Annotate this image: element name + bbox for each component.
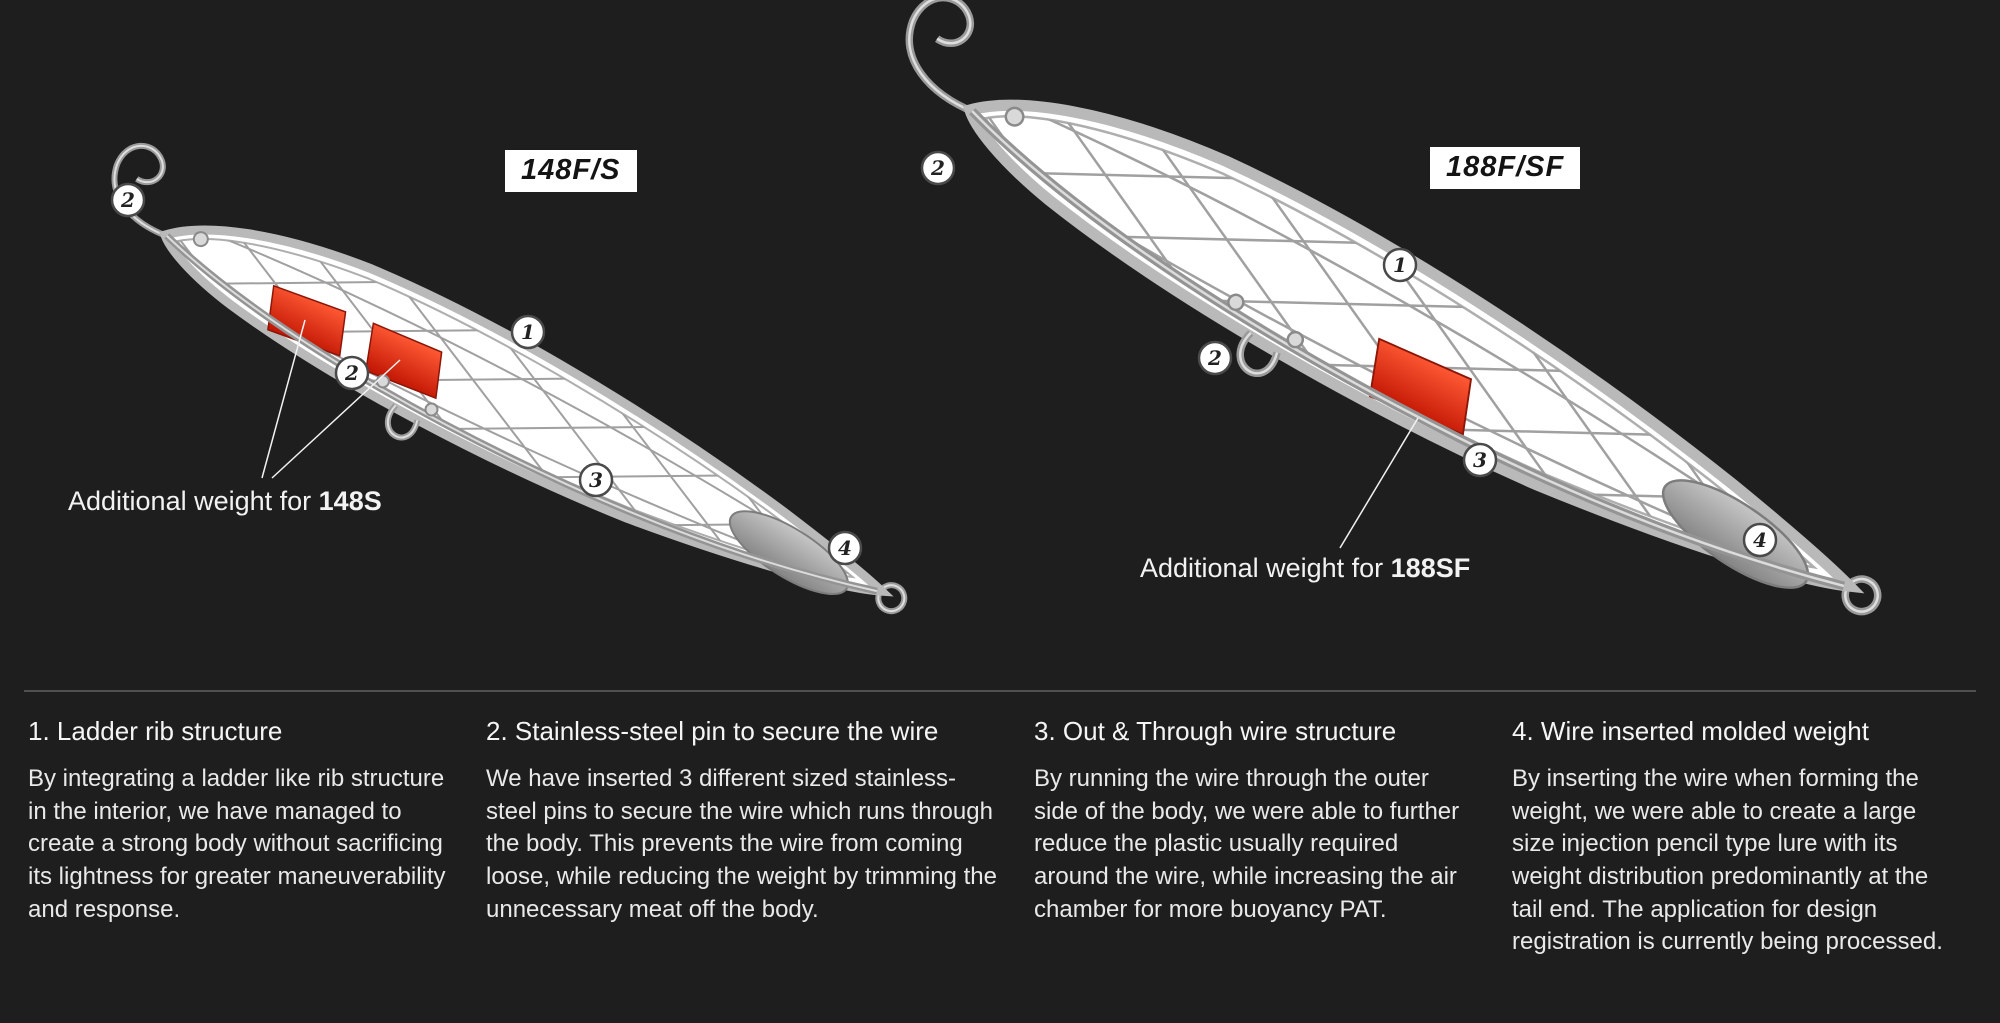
weight-note-148-model: 148S (318, 486, 382, 516)
lure-188-weight-chamber (1368, 337, 1473, 436)
weight-note-188-model: 188SF (1390, 553, 1471, 583)
feature-ladder-rib-heading: 1. Ladder rib structure (28, 716, 283, 746)
model-badge-188: 188F/SF (1430, 147, 1581, 189)
section-divider (24, 690, 1976, 692)
weight-note-leader-lines (261, 319, 1419, 549)
callout-148-belly-pin-label: 2 (344, 361, 359, 385)
weight-note-148: Additional weight for 148S (68, 486, 382, 517)
callout-188-belly-pin-label: 2 (1207, 346, 1222, 370)
feature-stainless-pin-body: We have inserted 3 different sized stain… (486, 765, 997, 923)
weight-note-188: Additional weight for 188SF (1140, 553, 1470, 584)
feature-stainless-pin-heading: 2. Stainless-steel pin to secure the wir… (486, 716, 939, 746)
feature-through-wire-heading: 3. Out & Through wire structure (1034, 716, 1397, 746)
callout-188-ladder-rib-label: 1 (1393, 253, 1407, 277)
feature-ladder-rib: 1. Ladder rib structure By integrating a… (28, 716, 453, 959)
callout-148-weight-label: 4 (838, 536, 852, 560)
callout-188-weight-label: 4 (1753, 528, 1767, 552)
callout-188-ladder-rib: 1 (1382, 247, 1418, 283)
callout-188-nose-pin: 2 (920, 150, 956, 186)
callout-148-weight: 4 (827, 530, 863, 566)
lure-diagrams-canvas: 2 2 1 3 4 2 (0, 0, 2000, 700)
lure-148-weight-chambers (267, 284, 443, 400)
callout-188-belly-pin: 2 (1197, 340, 1233, 376)
lure-188-diagram (769, 0, 2000, 700)
callout-148-wire: 3 (578, 462, 614, 498)
feature-through-wire: 3. Out & Through wire structure By runni… (1034, 716, 1479, 959)
callout-148-nose-pin: 2 (110, 182, 146, 218)
callout-148-belly-pin: 2 (334, 355, 370, 391)
feature-molded-weight: 4. Wire inserted molded weight By insert… (1512, 716, 1962, 959)
callout-188-weight: 4 (1742, 522, 1778, 558)
model-badge-148: 148F/S (505, 150, 637, 192)
weight-note-188-text: Additional weight for (1140, 553, 1391, 583)
callout-148-wire-label: 3 (589, 468, 603, 492)
feature-molded-weight-body: By inserting the wire when forming the w… (1512, 765, 1943, 956)
feature-molded-weight-heading: 4. Wire inserted molded weight (1512, 716, 1869, 746)
callout-188-wire: 3 (1462, 442, 1498, 478)
callout-148-nose-pin-label: 2 (120, 188, 135, 212)
weight-note-148-text: Additional weight for (68, 486, 319, 516)
callout-188-nose-pin-label: 2 (930, 156, 945, 180)
feature-through-wire-body: By running the wire through the outer si… (1034, 765, 1460, 923)
callout-148-ladder-rib: 1 (510, 314, 546, 350)
lure-148-diagram (4, 102, 1036, 700)
feature-ladder-rib-body: By integrating a ladder like rib structu… (28, 765, 446, 923)
callout-188-wire-label: 3 (1473, 448, 1487, 472)
callout-148-ladder-rib-label: 1 (521, 320, 535, 344)
feature-stainless-pin: 2. Stainless-steel pin to secure the wir… (486, 716, 1001, 959)
feature-descriptions: 1. Ladder rib structure By integrating a… (28, 716, 1972, 959)
